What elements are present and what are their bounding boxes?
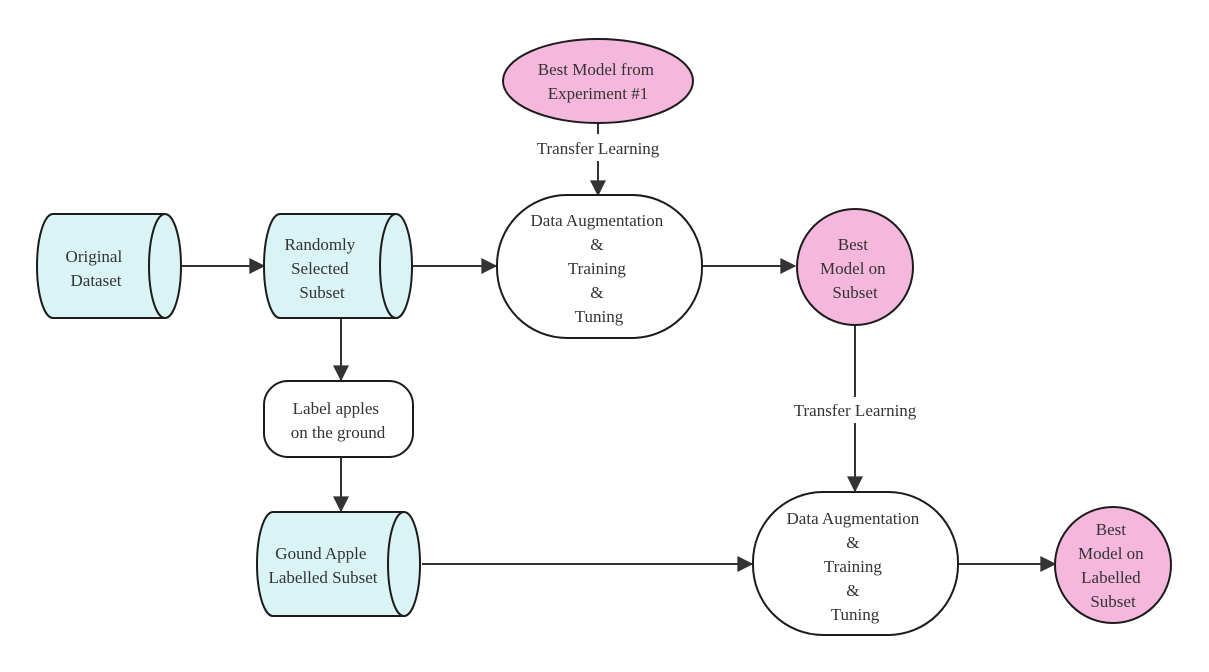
node-label: Best Model from Experiment #1 — [538, 60, 658, 103]
node-label: Original Dataset — [66, 247, 127, 290]
datastore-cap — [148, 213, 166, 319]
node-label: Gound Apple Labelled Subset — [268, 544, 377, 587]
model-shape — [502, 38, 694, 124]
node-label: Best Model on Subset — [820, 235, 890, 302]
node-label: Data Augmentation & Training & Tuning — [787, 509, 924, 624]
edges — [182, 123, 1057, 572]
node-original-dataset[interactable]: Original Dataset — [36, 213, 182, 319]
edge-label-transfer-1: Transfer Learning — [522, 135, 674, 161]
process-shape — [496, 194, 703, 339]
edge-label-background — [779, 397, 931, 423]
node-best-model-experiment-1[interactable]: Best Model from Experiment #1 — [502, 38, 694, 124]
node-label-apples[interactable]: Label apples on the ground — [263, 380, 414, 458]
node-label: Best Model on Labelled Subset — [1078, 520, 1148, 611]
process-shape — [752, 491, 959, 636]
node-best-model-on-labelled-subset[interactable]: Best Model on Labelled Subset — [1054, 506, 1172, 624]
edge-label-text: Transfer Learning — [537, 139, 660, 158]
edge-label-text: Transfer Learning — [794, 401, 917, 420]
node-data-augmentation-1[interactable]: Data Augmentation & Training & Tuning — [496, 194, 703, 339]
edge-label-background — [522, 135, 674, 161]
node-label: Data Augmentation & Training & Tuning — [531, 211, 668, 326]
node-data-augmentation-2[interactable]: Data Augmentation & Training & Tuning — [752, 491, 959, 636]
datastore-shape — [256, 511, 421, 617]
edge-label-transfer-2: Transfer Learning — [779, 397, 931, 423]
model-shape — [796, 208, 914, 326]
node-best-model-on-subset[interactable]: Best Model on Subset — [796, 208, 914, 326]
node-ground-apple-labelled-subset[interactable]: Gound Apple Labelled Subset — [256, 511, 421, 617]
datastore-cap — [379, 213, 397, 319]
datastore-cap — [387, 511, 405, 617]
model-shape — [1054, 506, 1172, 624]
datastore-shape — [36, 213, 182, 319]
process-shape — [263, 380, 414, 458]
node-label: Randomly Selected Subset — [284, 235, 359, 302]
node-randomly-selected-subset[interactable]: Randomly Selected Subset — [263, 213, 413, 319]
node-label: Label apples on the ground — [291, 399, 386, 442]
